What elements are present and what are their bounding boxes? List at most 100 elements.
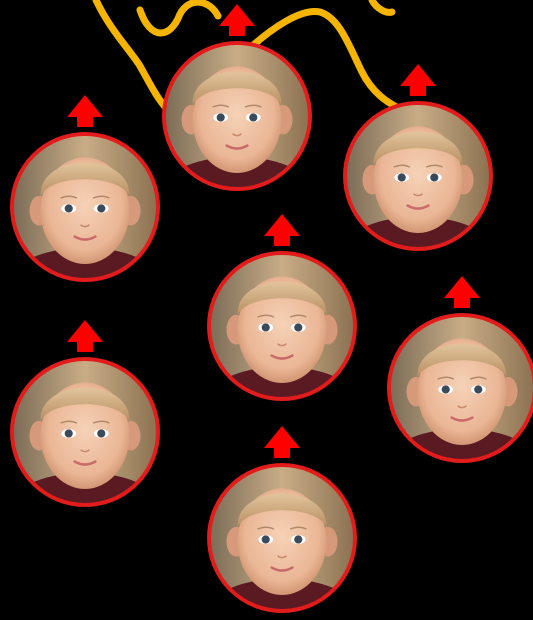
nose (232, 133, 242, 137)
mouth (270, 354, 294, 360)
red-ring (10, 357, 160, 507)
baby-face-7 (207, 426, 357, 613)
right-eyebrow (244, 104, 262, 108)
left-pupil (64, 429, 73, 438)
mouth (225, 144, 249, 150)
arrow-head (67, 95, 103, 117)
shirt (391, 428, 533, 460)
baby-photo (390, 316, 533, 460)
hair (192, 71, 282, 105)
arrow-up-icon (67, 320, 103, 352)
nose (80, 224, 90, 228)
shirt (211, 578, 353, 610)
face (192, 66, 282, 173)
hair (237, 281, 327, 315)
baby-face-3 (10, 95, 160, 282)
hair (417, 343, 507, 377)
nose (80, 449, 90, 453)
hair (237, 493, 327, 527)
nose (457, 405, 467, 409)
arrow-head (264, 214, 300, 236)
arrow-head (400, 64, 436, 86)
arrow-shaft (77, 115, 93, 127)
arrow-up-icon (264, 214, 300, 246)
hair (40, 387, 130, 421)
right-pupil (97, 429, 106, 438)
right-pupil (474, 385, 483, 394)
baby-face-5 (387, 276, 533, 463)
shirt (14, 472, 156, 504)
left-eyebrow (437, 376, 455, 380)
mouth (270, 566, 294, 572)
red-ring (387, 313, 533, 463)
red-ring (343, 101, 493, 251)
face (237, 276, 327, 383)
right-eyebrow (92, 195, 110, 199)
baby-photo (13, 360, 157, 504)
shirt (211, 366, 353, 398)
mouth (73, 235, 97, 241)
mouth (73, 460, 97, 466)
left-pupil (64, 204, 73, 213)
right-pupil (249, 113, 258, 122)
arrow-shaft (454, 296, 470, 308)
arrow-up-icon (444, 276, 480, 308)
shirt (14, 247, 156, 279)
right-pupil (97, 204, 106, 213)
arrow-up-icon (67, 95, 103, 127)
right-eyebrow (92, 420, 110, 424)
red-ring (162, 41, 312, 191)
nose (277, 343, 287, 347)
arrow-up-icon (219, 4, 255, 36)
mouth (406, 204, 430, 210)
left-pupil (397, 173, 406, 182)
arrow-shaft (229, 24, 245, 36)
arrow-head (67, 320, 103, 342)
yellow-squiggle-line (92, 0, 406, 114)
red-ring (207, 463, 357, 613)
shirt (347, 216, 489, 248)
left-eyebrow (257, 314, 275, 318)
nose (277, 555, 287, 559)
face (373, 126, 463, 233)
right-eyebrow (289, 314, 307, 318)
left-eyebrow (60, 195, 78, 199)
baby-face-1 (162, 4, 312, 191)
mouth (450, 416, 474, 422)
right-eyebrow (289, 526, 307, 530)
baby-photo (346, 104, 490, 248)
face (417, 338, 507, 445)
left-eyebrow (393, 164, 411, 168)
faces-layer (10, 4, 533, 613)
arrow-up-icon (264, 426, 300, 458)
right-eyebrow (469, 376, 487, 380)
left-eyebrow (257, 526, 275, 530)
right-pupil (294, 323, 303, 332)
arrow-up-icon (400, 64, 436, 96)
face (40, 157, 130, 264)
left-eyebrow (212, 104, 230, 108)
arrow-shaft (274, 446, 290, 458)
baby-photo (13, 135, 157, 279)
arrow-shaft (77, 340, 93, 352)
left-eyebrow (60, 420, 78, 424)
baby-photo (165, 44, 309, 188)
face (40, 382, 130, 489)
baby-face-2 (343, 64, 493, 251)
shirt (166, 156, 308, 188)
right-pupil (294, 535, 303, 544)
arrow-shaft (410, 84, 426, 96)
hair (373, 131, 463, 165)
baby-face-4 (207, 214, 357, 401)
arrow-head (219, 4, 255, 26)
arrow-head (444, 276, 480, 298)
right-eyebrow (425, 164, 443, 168)
hair (40, 162, 130, 196)
red-ring (10, 132, 160, 282)
left-pupil (261, 535, 270, 544)
baby-photo (210, 254, 354, 398)
left-pupil (441, 385, 450, 394)
face (237, 488, 327, 595)
arrow-shaft (274, 234, 290, 246)
